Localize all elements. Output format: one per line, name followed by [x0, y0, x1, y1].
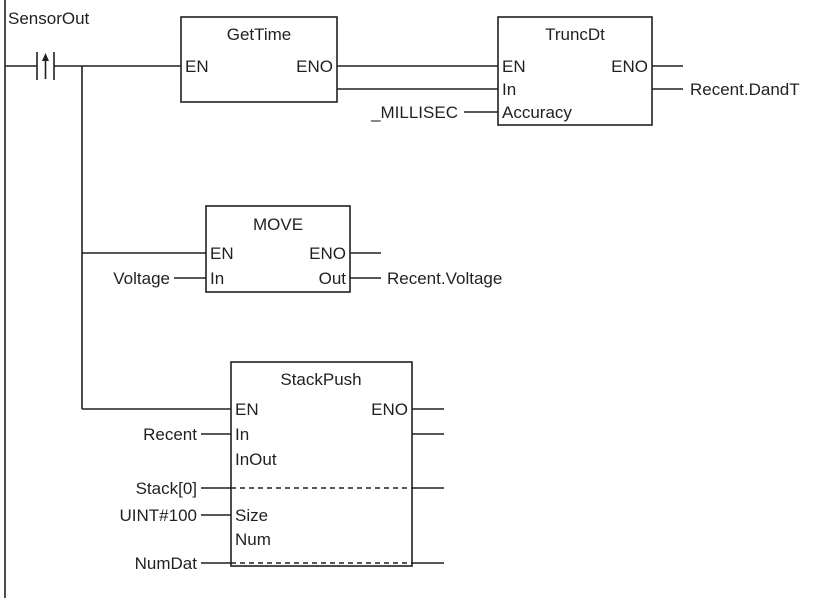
stackpush-num-arg: NumDat — [135, 554, 198, 573]
stackpush-eno: ENO — [371, 400, 408, 419]
truncdt-eno: ENO — [611, 57, 648, 76]
truncdt-en: EN — [502, 57, 526, 76]
rising-edge-arrow-icon — [42, 53, 49, 61]
move-out-var: Recent.Voltage — [387, 269, 502, 288]
stackpush-in: In — [235, 425, 249, 444]
move-eno: ENO — [309, 244, 346, 263]
truncdt-output-var: Recent.DandT — [690, 80, 800, 99]
truncdt-accuracy-arg: _MILLISEC — [370, 103, 458, 122]
stackpush-inout: InOut — [235, 450, 277, 469]
truncdt-accuracy: Accuracy — [502, 103, 572, 122]
stackpush-inout-arg: Stack[0] — [136, 479, 197, 498]
truncdt-title: TruncDt — [545, 25, 605, 44]
move-out: Out — [319, 269, 347, 288]
stackpush-size-arg: UINT#100 — [120, 506, 197, 525]
move-title: MOVE — [253, 215, 303, 234]
stackpush-block: StackPush EN ENO In InOut Size Num — [230, 361, 413, 567]
truncdt-block: TruncDt EN ENO In Accuracy — [497, 16, 653, 126]
gettime-block: GetTime EN ENO — [180, 16, 338, 103]
gettime-eno: ENO — [296, 57, 333, 76]
truncdt-in: In — [502, 80, 516, 99]
move-en: EN — [210, 244, 234, 263]
gettime-title: GetTime — [227, 25, 292, 44]
move-in: In — [210, 269, 224, 288]
rising-edge-contact — [5, 52, 55, 80]
gettime-en: EN — [185, 57, 209, 76]
stackpush-size: Size — [235, 506, 268, 525]
stackpush-num: Num — [235, 530, 271, 549]
stackpush-in-arg: Recent — [143, 425, 197, 444]
move-block: MOVE EN ENO In Out — [205, 205, 351, 293]
move-in-arg: Voltage — [113, 269, 170, 288]
contact-label: SensorOut — [8, 9, 90, 28]
stackpush-title: StackPush — [280, 370, 361, 389]
stackpush-en: EN — [235, 400, 259, 419]
